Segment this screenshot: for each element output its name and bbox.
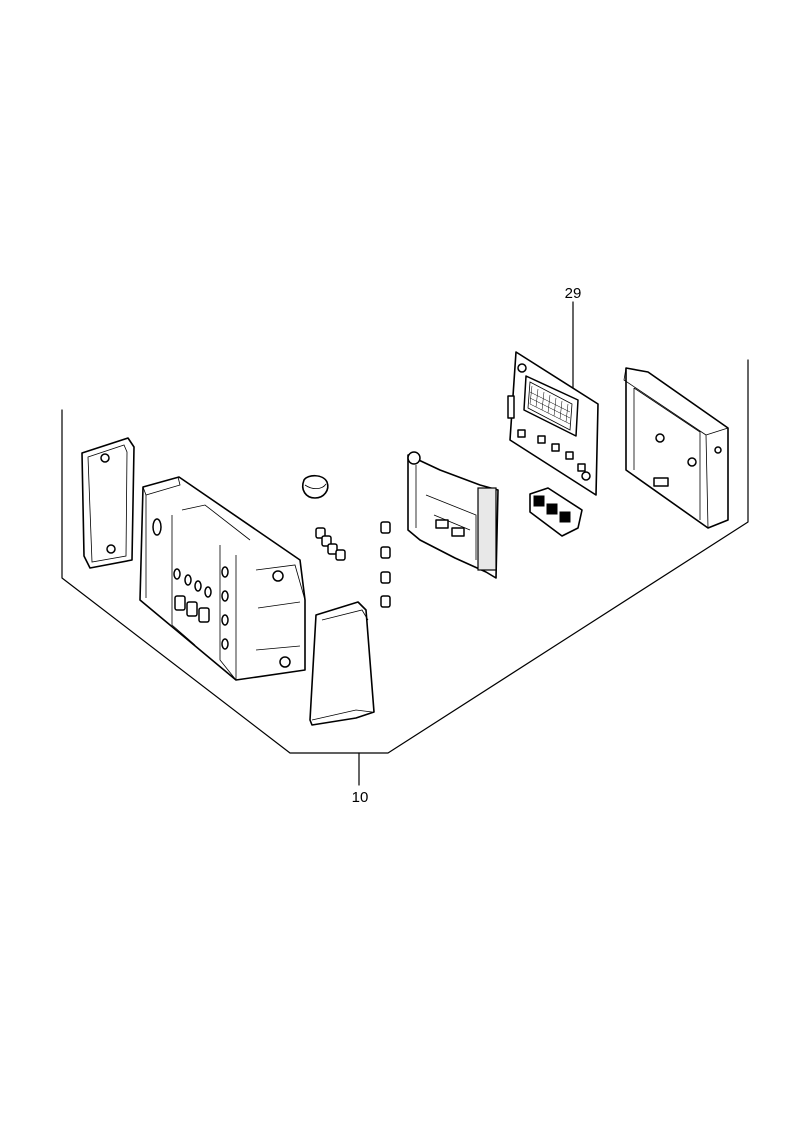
push-buttons-left	[315, 527, 346, 561]
assembly-bracket-line	[61, 359, 749, 754]
button-rocker-block	[529, 487, 583, 537]
display-pcb	[507, 351, 599, 496]
button-carrier-frame	[407, 451, 499, 579]
push-buttons-right	[380, 521, 391, 608]
front-panel-housing	[139, 476, 306, 681]
callout-10: 10	[352, 789, 369, 806]
callout-29: 29	[565, 285, 582, 302]
left-end-cap	[81, 437, 135, 569]
right-end-cap	[309, 601, 375, 726]
rotary-knob	[301, 474, 329, 499]
rear-housing	[623, 367, 729, 529]
